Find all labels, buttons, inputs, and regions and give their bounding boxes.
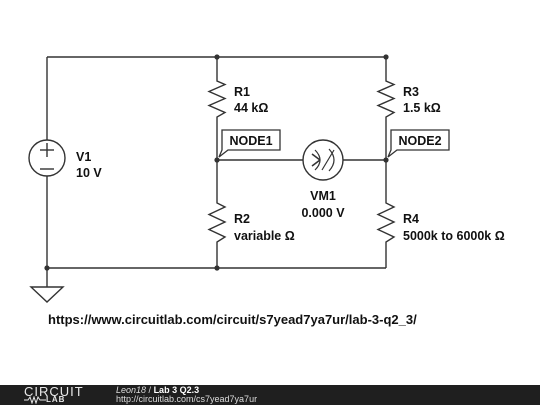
circuit-meta: Leon18 / Lab 3 Q2.3 http://circuitlab.co… (116, 386, 257, 404)
v1-name: V1 (76, 150, 91, 164)
node2-label-flag: NODE2 (387, 129, 450, 158)
footer-bar: CIRCUIT LAB Leon18 / Lab 3 Q2.3 http://c… (0, 384, 540, 405)
resistor-r2 (207, 200, 227, 245)
ground-symbol (29, 286, 65, 303)
r2-name: R2 (234, 212, 250, 226)
r3-name: R3 (403, 85, 419, 99)
resistor-r4 (376, 200, 396, 245)
resistor-wave-icon (24, 396, 46, 404)
resistor-r3 (376, 78, 396, 120)
meta-separator: / (146, 385, 154, 395)
r2-value: variable Ω (234, 229, 295, 243)
circuit-url[interactable]: https://www.circuitlab.com/circuit/s7yea… (48, 312, 417, 327)
node1-label: NODE1 (229, 134, 272, 148)
short-url[interactable]: http://circuitlab.com/cs7yead7ya7ur (116, 394, 258, 404)
voltmeter-vm1 (302, 139, 344, 181)
voltage-source-v1 (28, 139, 66, 177)
logo-wordmark-bottom: LAB (46, 395, 66, 404)
resistor-r1 (207, 78, 227, 120)
r3-value: 1.5 kΩ (403, 101, 441, 115)
circuit-schematic: V1 10 V R1 44 kΩ R3 1.5 kΩ R2 variable Ω… (28, 54, 505, 303)
vm1-name: VM1 (310, 189, 336, 203)
junction-dots (44, 54, 389, 271)
vm1-value: 0.000 V (301, 206, 345, 220)
v1-value: 10 V (76, 166, 102, 180)
circuitlab-logo[interactable]: CIRCUIT LAB (24, 384, 96, 404)
logo-wordmark-top: CIRCUIT (24, 384, 84, 399)
r4-name: R4 (403, 212, 419, 226)
node2-label: NODE2 (398, 134, 441, 148)
r1-value: 44 kΩ (234, 101, 268, 115)
r4-value: 5000k to 6000k Ω (403, 229, 505, 243)
author-name[interactable]: Leon18 (116, 385, 147, 395)
circuit-title[interactable]: Lab 3 Q2.3 (153, 385, 200, 395)
node1-label-flag: NODE1 (218, 129, 281, 158)
r1-name: R1 (234, 85, 250, 99)
